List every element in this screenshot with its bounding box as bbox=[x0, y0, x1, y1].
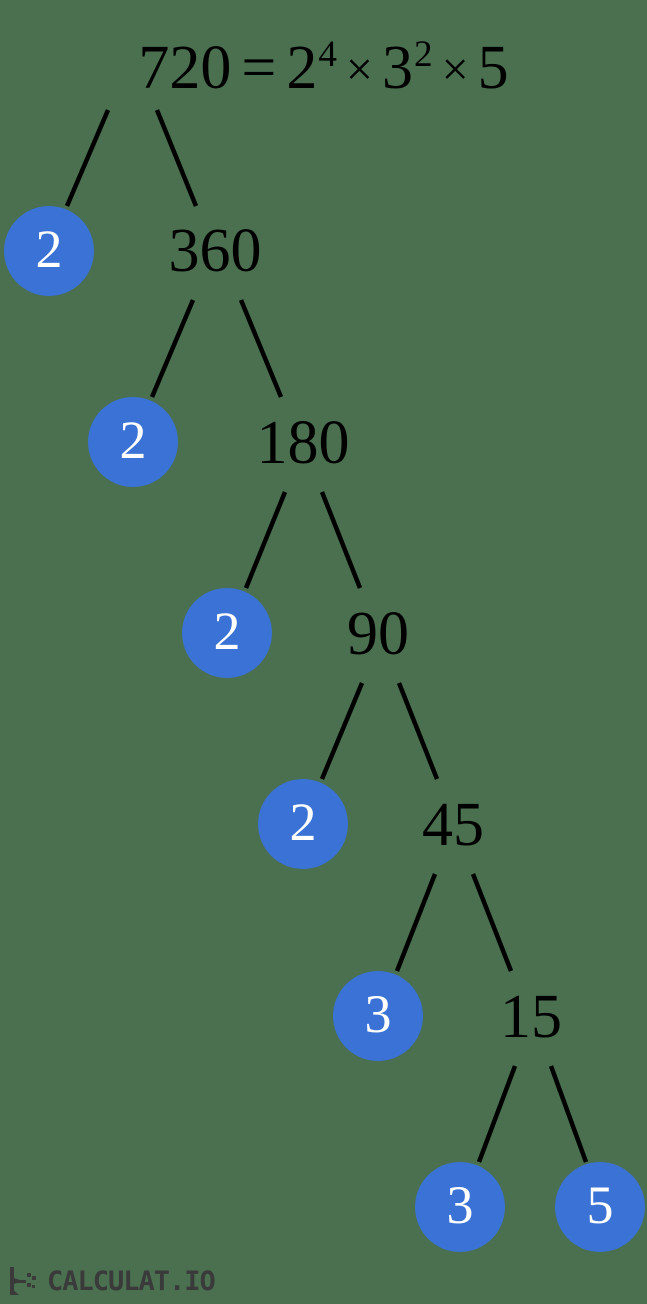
equation-times-symbol: × bbox=[441, 43, 469, 96]
tree-edge bbox=[243, 491, 288, 589]
watermark-text: CALCULAT.IO bbox=[47, 1265, 216, 1297]
composite-node-180: 180 bbox=[256, 409, 350, 477]
node-label: 2 bbox=[35, 219, 63, 279]
prime-node-3: 3 bbox=[415, 1162, 505, 1252]
node-label: 2 bbox=[119, 410, 147, 470]
factorization-equation: 720=24×32×5 bbox=[138, 34, 508, 102]
prime-node-3: 3 bbox=[333, 971, 423, 1061]
tree-edge bbox=[396, 682, 440, 780]
tree-edge bbox=[64, 109, 111, 207]
equation-equals: = bbox=[241, 34, 277, 102]
composite-node-360: 360 bbox=[168, 217, 262, 285]
equation-factor-base: 5 bbox=[477, 34, 509, 102]
tree-edge bbox=[154, 109, 199, 207]
prime-node-2: 2 bbox=[182, 588, 272, 678]
composite-node-15: 15 bbox=[500, 983, 562, 1051]
node-label: 2 bbox=[289, 792, 317, 852]
equation-times-symbol: × bbox=[345, 43, 373, 96]
node-label: 3 bbox=[446, 1175, 474, 1235]
tree-edge bbox=[319, 682, 365, 780]
tree-edge bbox=[149, 299, 196, 398]
equation-number: 720 bbox=[138, 34, 232, 102]
equation-factor-exponent: 4 bbox=[318, 34, 337, 76]
calculatio-logo-icon bbox=[10, 1267, 36, 1295]
tree-edge bbox=[319, 491, 363, 589]
prime-node-2: 2 bbox=[4, 206, 94, 296]
tree-edge bbox=[394, 873, 438, 972]
composite-node-45: 45 bbox=[422, 791, 484, 859]
prime-node-2: 2 bbox=[88, 397, 178, 487]
equation-factor-base: 2 bbox=[286, 34, 318, 102]
prime-node-5: 5 bbox=[555, 1162, 645, 1252]
node-label: 2 bbox=[213, 601, 241, 661]
node-label: 5 bbox=[586, 1175, 614, 1235]
tree-edge bbox=[470, 873, 514, 972]
tree-edge bbox=[238, 299, 284, 398]
tree-edge bbox=[476, 1065, 518, 1163]
prime-node-2: 2 bbox=[258, 779, 348, 869]
composite-node-90: 90 bbox=[347, 600, 409, 668]
equation-factor-exponent: 2 bbox=[413, 34, 433, 76]
node-label: 3 bbox=[364, 984, 392, 1044]
watermark: CALCULAT.IO bbox=[8, 1264, 216, 1298]
equation-factors: 24×32×5 bbox=[286, 34, 508, 102]
tree-edge bbox=[548, 1065, 589, 1163]
equation-factor-base: 3 bbox=[381, 34, 413, 102]
